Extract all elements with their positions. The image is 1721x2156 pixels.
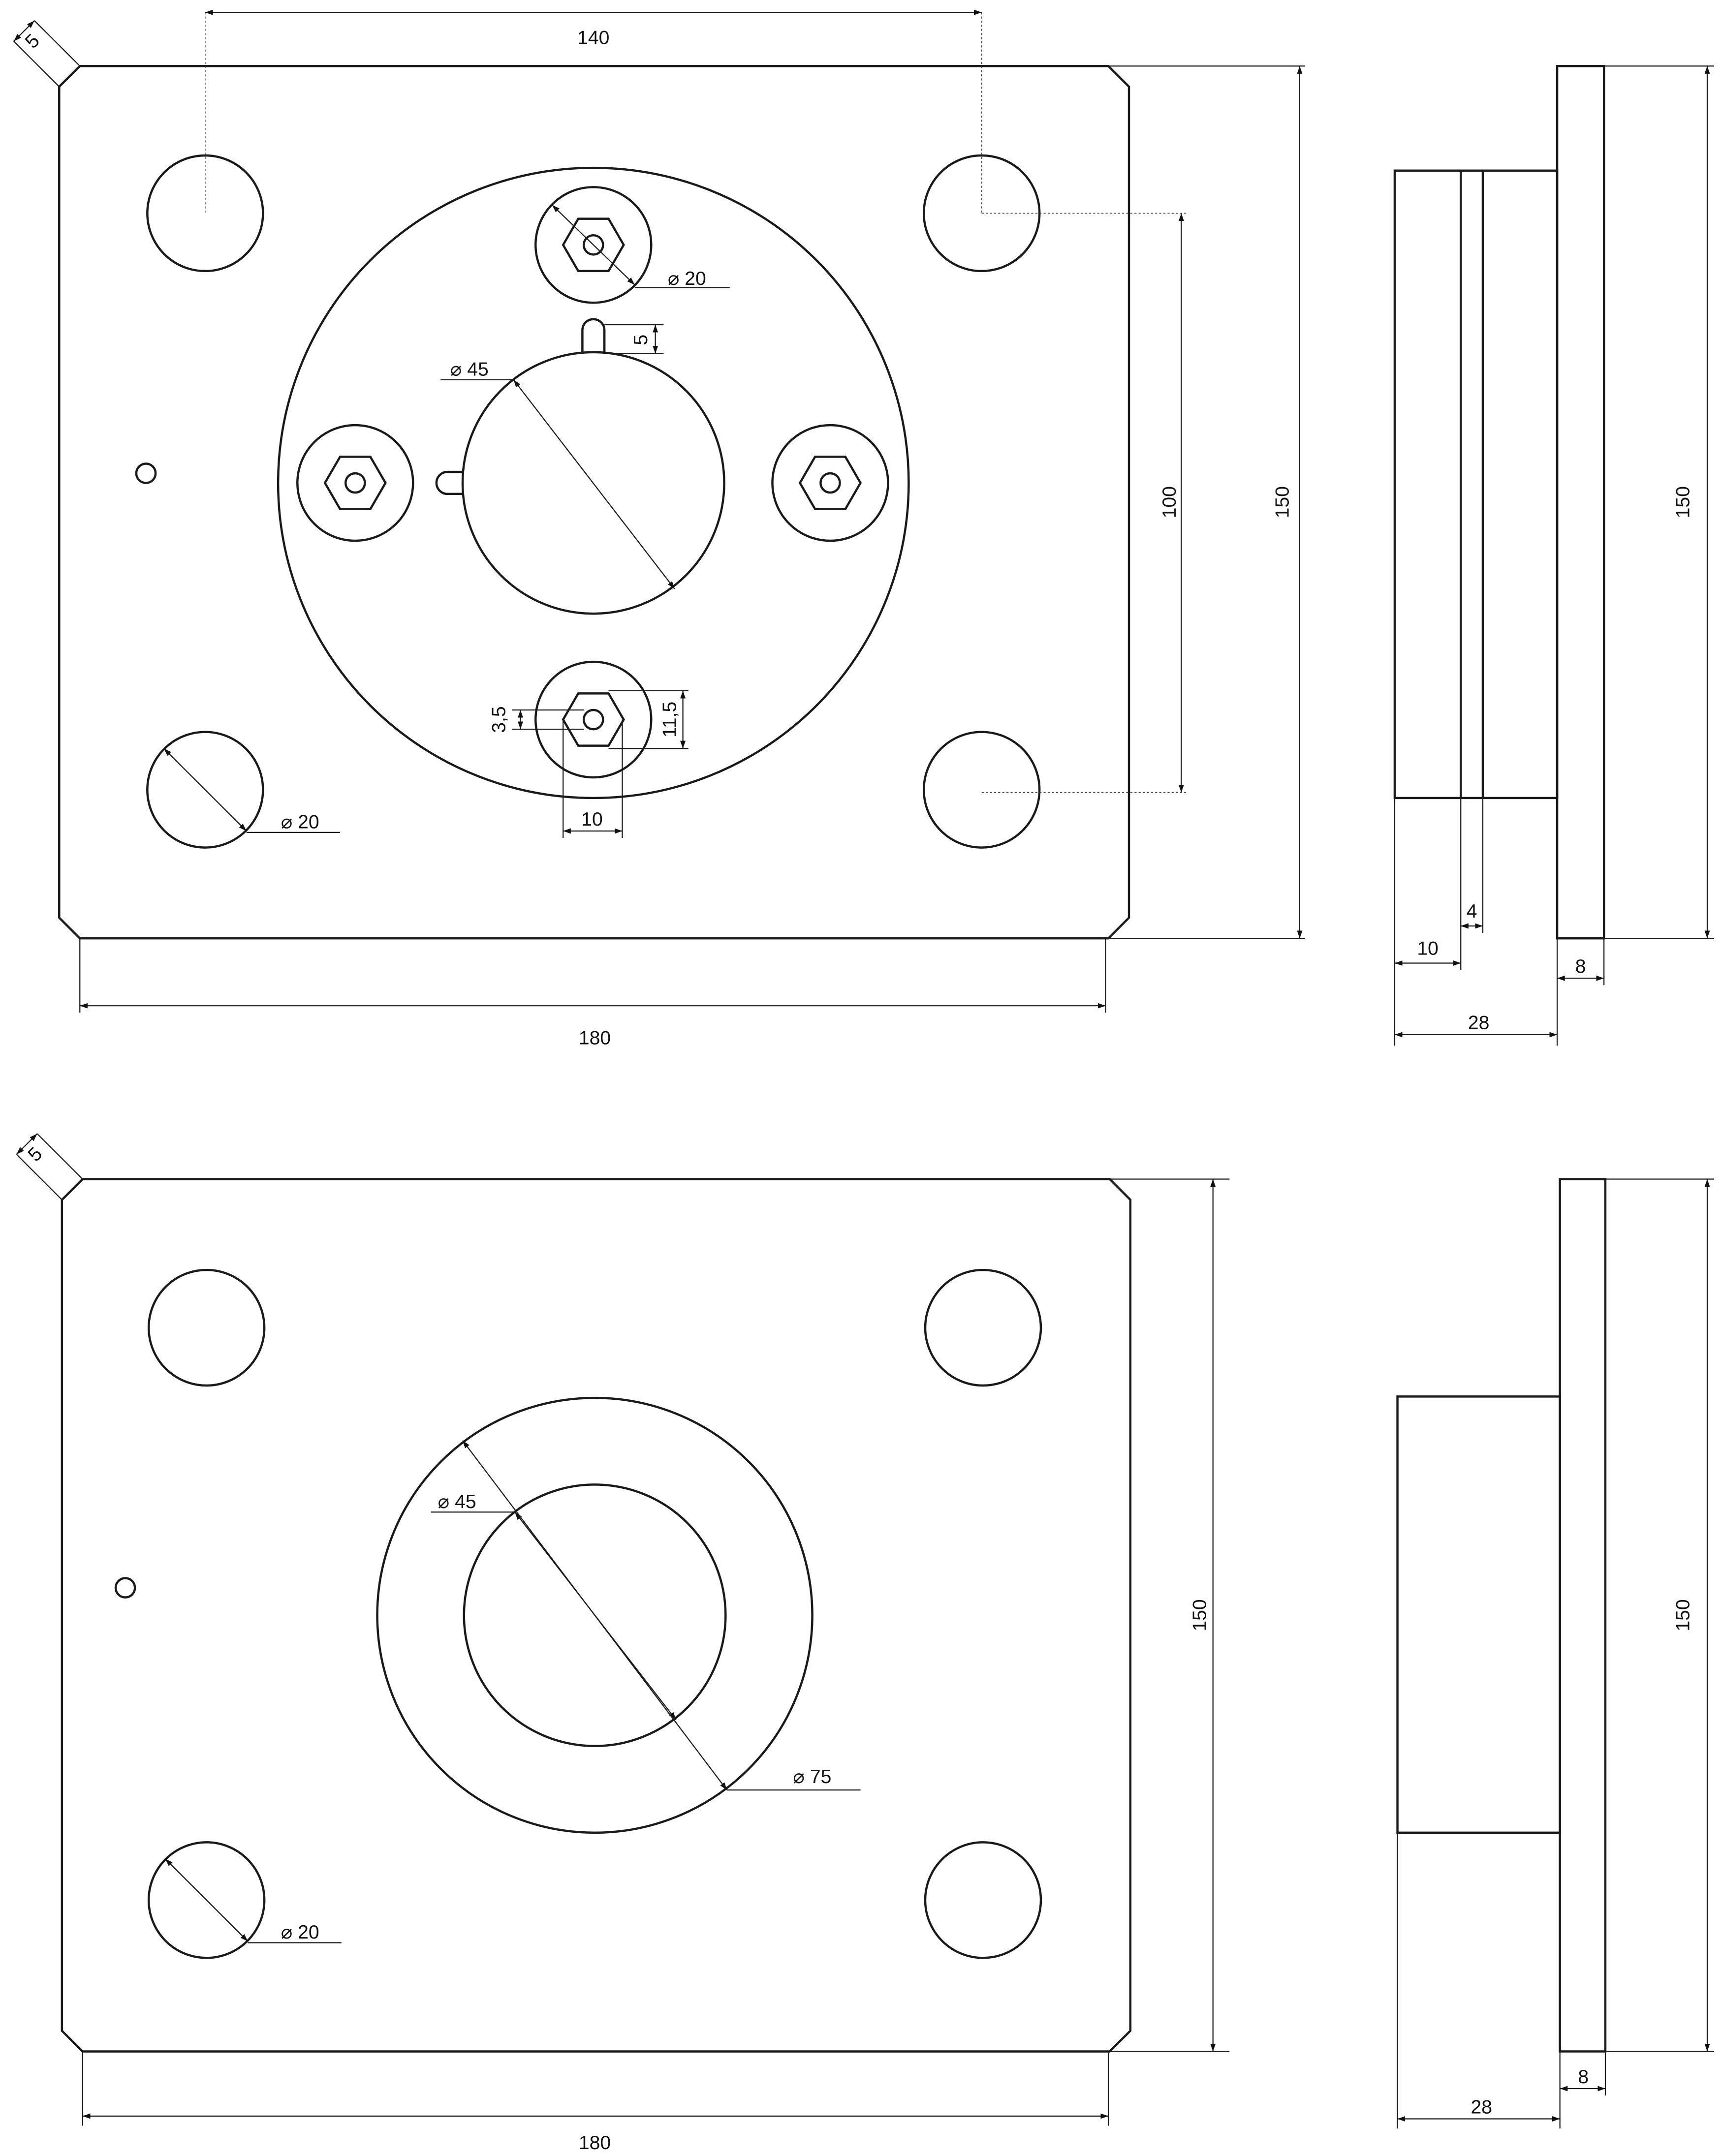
dim-chamfer: 5: [21, 30, 44, 53]
dim-vertical-spacing: 100: [1159, 486, 1180, 518]
dim-slot: 5: [630, 335, 652, 345]
dim-height: 150: [1272, 486, 1293, 518]
bottom-side-dim-plate: 8: [1578, 2066, 1589, 2088]
pin-hole: [135, 462, 157, 484]
plate-outline: [58, 64, 1130, 940]
mounting-holes: [146, 154, 1041, 849]
hex-bosses: [296, 186, 889, 779]
side-dim-height: 150: [1673, 486, 1694, 518]
side-dim-part: 10: [1417, 938, 1439, 959]
bottom-side-dim-height: 150: [1673, 1599, 1694, 1631]
dim-width: 180: [579, 1027, 611, 1048]
bottom-dim-height: 150: [1189, 1599, 1211, 1631]
bottom-dim-ring: ⌀ 75: [793, 1766, 831, 1787]
top-plate-view: 140 5 ⌀ 20 5 ⌀ 45 100 150 3,5 11,5 10 ⌀ …: [13, 9, 1306, 1048]
side-dim-depth: 28: [1468, 1013, 1490, 1034]
bottom-dim-chamfer: 5: [24, 1143, 47, 1166]
dim-hole-spacing: 140: [577, 27, 609, 48]
dim-hole-diameter: ⌀ 20: [281, 811, 319, 832]
bottom-side-view: 150 8 28: [1396, 1178, 1715, 2129]
dim-nut-width: 10: [581, 809, 603, 830]
side-dim-gap: 4: [1467, 901, 1477, 922]
keyway-top: [581, 318, 606, 354]
bottom-dim-width: 180: [579, 2132, 611, 2154]
side-dim-plate: 8: [1575, 956, 1586, 977]
dim-nut-hole: 3,5: [489, 706, 510, 733]
bottom-dim-hole-diameter: ⌀ 20: [281, 1922, 319, 1943]
dim-nut-height: 11,5: [659, 702, 681, 738]
bottom-side-dim-depth: 28: [1471, 2096, 1492, 2118]
keyway-left: [435, 470, 464, 495]
top-side-view: 150 10 4 8 28: [1393, 64, 1715, 1046]
flange-circle: [277, 166, 910, 800]
dim-bore: ⌀ 45: [450, 359, 489, 380]
bore-circle: [461, 351, 725, 615]
bottom-dim-bore: ⌀ 45: [438, 1491, 476, 1512]
dim-boss-diameter: ⌀ 20: [668, 268, 706, 289]
bottom-plate-view: 5 ⌀ 45 ⌀ 75 ⌀ 20 150 180: [16, 1133, 1230, 2154]
ring-circle: [376, 1396, 814, 1834]
